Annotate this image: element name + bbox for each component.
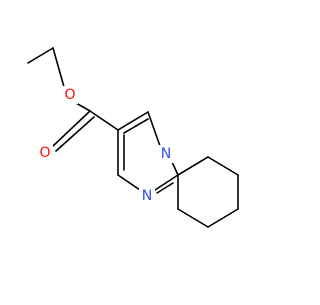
ring-nitrogen-lower-label: N bbox=[142, 188, 152, 204]
bond-cyhex-6-1 bbox=[177, 156, 209, 176]
bond-cyhex-1-2 bbox=[207, 156, 239, 176]
bond-ethyl-ch2-oxygen bbox=[52, 47, 65, 88]
bond-ring-c6-n1 bbox=[147, 111, 161, 147]
bond-ethyl-ch3-ch2 bbox=[27, 47, 54, 64]
bond-cyhex-3-4 bbox=[207, 208, 239, 228]
bond-ring-c5-c6-inner bbox=[123, 118, 149, 134]
structure-canvas: O O N N bbox=[27, 47, 239, 228]
bond-ester-o-carbonyl-c bbox=[75, 102, 91, 112]
bond-ring-c2-n3-double bbox=[156, 182, 174, 194]
ring-nitrogen-upper-label: N bbox=[161, 146, 171, 162]
bond-ring-c5-c6 bbox=[117, 111, 149, 131]
carbonyl-oxygen-label: O bbox=[39, 145, 50, 161]
bond-ring-n1-c2 bbox=[171, 161, 179, 176]
bond-ring-n3-c4 bbox=[117, 174, 141, 191]
atom-label-group: O O N N bbox=[37, 86, 174, 205]
bond-carbonyl-double-a bbox=[52, 110, 91, 147]
molecule-drawing: O O N N bbox=[27, 47, 239, 228]
bond-carbonyl-ring bbox=[89, 110, 119, 131]
bond-ring-c2-n3 bbox=[154, 174, 179, 191]
bond-cyhex-4-5 bbox=[177, 208, 209, 228]
bond-carbonyl-double-b bbox=[55, 116, 95, 152]
ester-oxygen-label: O bbox=[64, 87, 75, 103]
bond-group bbox=[27, 47, 239, 228]
